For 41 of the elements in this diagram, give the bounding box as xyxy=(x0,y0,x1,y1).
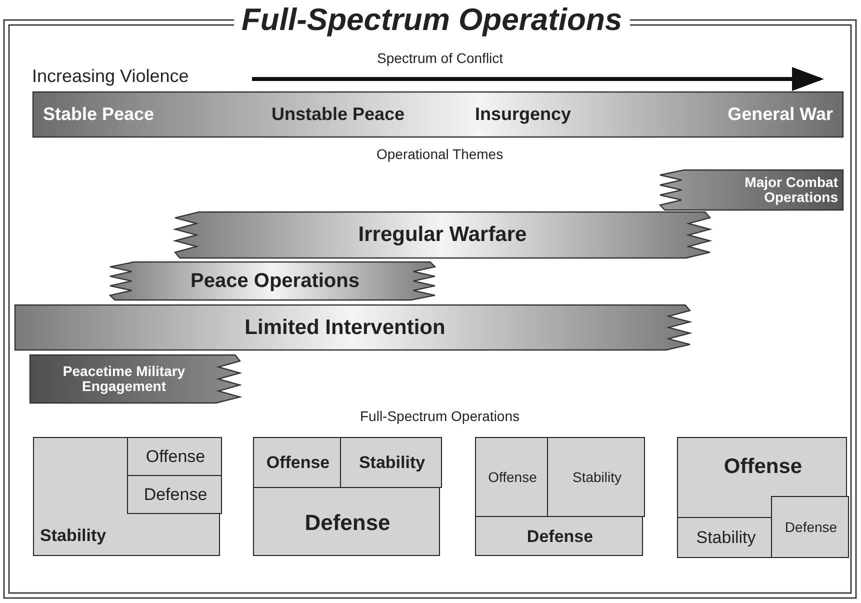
operation-block xyxy=(127,437,222,476)
axis-label: Spectrum of Conflict xyxy=(377,50,504,66)
section-label: Full-Spectrum Operations xyxy=(360,408,520,424)
operation-block xyxy=(771,496,849,558)
theme-banner xyxy=(30,355,240,403)
section-label: Operational Themes xyxy=(376,146,504,162)
band-label: Limited Intervention xyxy=(244,316,446,340)
band-label: Insurgency xyxy=(474,104,572,124)
theme-banner xyxy=(175,212,710,258)
theme-banner xyxy=(15,305,690,350)
theme-banner xyxy=(33,92,843,137)
operation-block xyxy=(33,437,220,556)
band-label: Stable Peace xyxy=(43,104,154,124)
block-label: Offense xyxy=(266,454,330,473)
operation-block xyxy=(340,437,442,488)
operation-block xyxy=(475,437,643,556)
band-label: Unstable Peace xyxy=(271,104,405,124)
block-label: Stability xyxy=(40,526,106,546)
band-label: Major Combat Operations xyxy=(744,174,838,206)
operation-block xyxy=(127,475,222,514)
block-label: Defense xyxy=(526,528,594,547)
block-label: Defense xyxy=(304,510,390,536)
operation-block xyxy=(547,437,645,517)
block-label: Stability xyxy=(696,529,756,548)
band-label: Peacetime Military Engagement xyxy=(62,364,186,394)
block-label: Defense xyxy=(144,486,208,505)
band-label: General War xyxy=(728,104,833,124)
block-label: Defense xyxy=(784,520,838,536)
operation-block xyxy=(677,517,773,558)
block-label: Offense xyxy=(724,455,802,479)
block-label: Offense xyxy=(488,470,537,486)
band-label: Irregular Warfare xyxy=(358,223,527,247)
block-label: Stability xyxy=(572,470,622,486)
block-label: Stability xyxy=(358,454,426,473)
theme-banner xyxy=(660,170,843,210)
block-label: Offense xyxy=(146,448,206,467)
operation-block xyxy=(677,437,847,556)
theme-banner xyxy=(110,262,435,300)
axis-label: Increasing Violence xyxy=(32,66,189,87)
band-label: Peace Operations xyxy=(190,270,360,292)
operation-block xyxy=(253,437,440,556)
